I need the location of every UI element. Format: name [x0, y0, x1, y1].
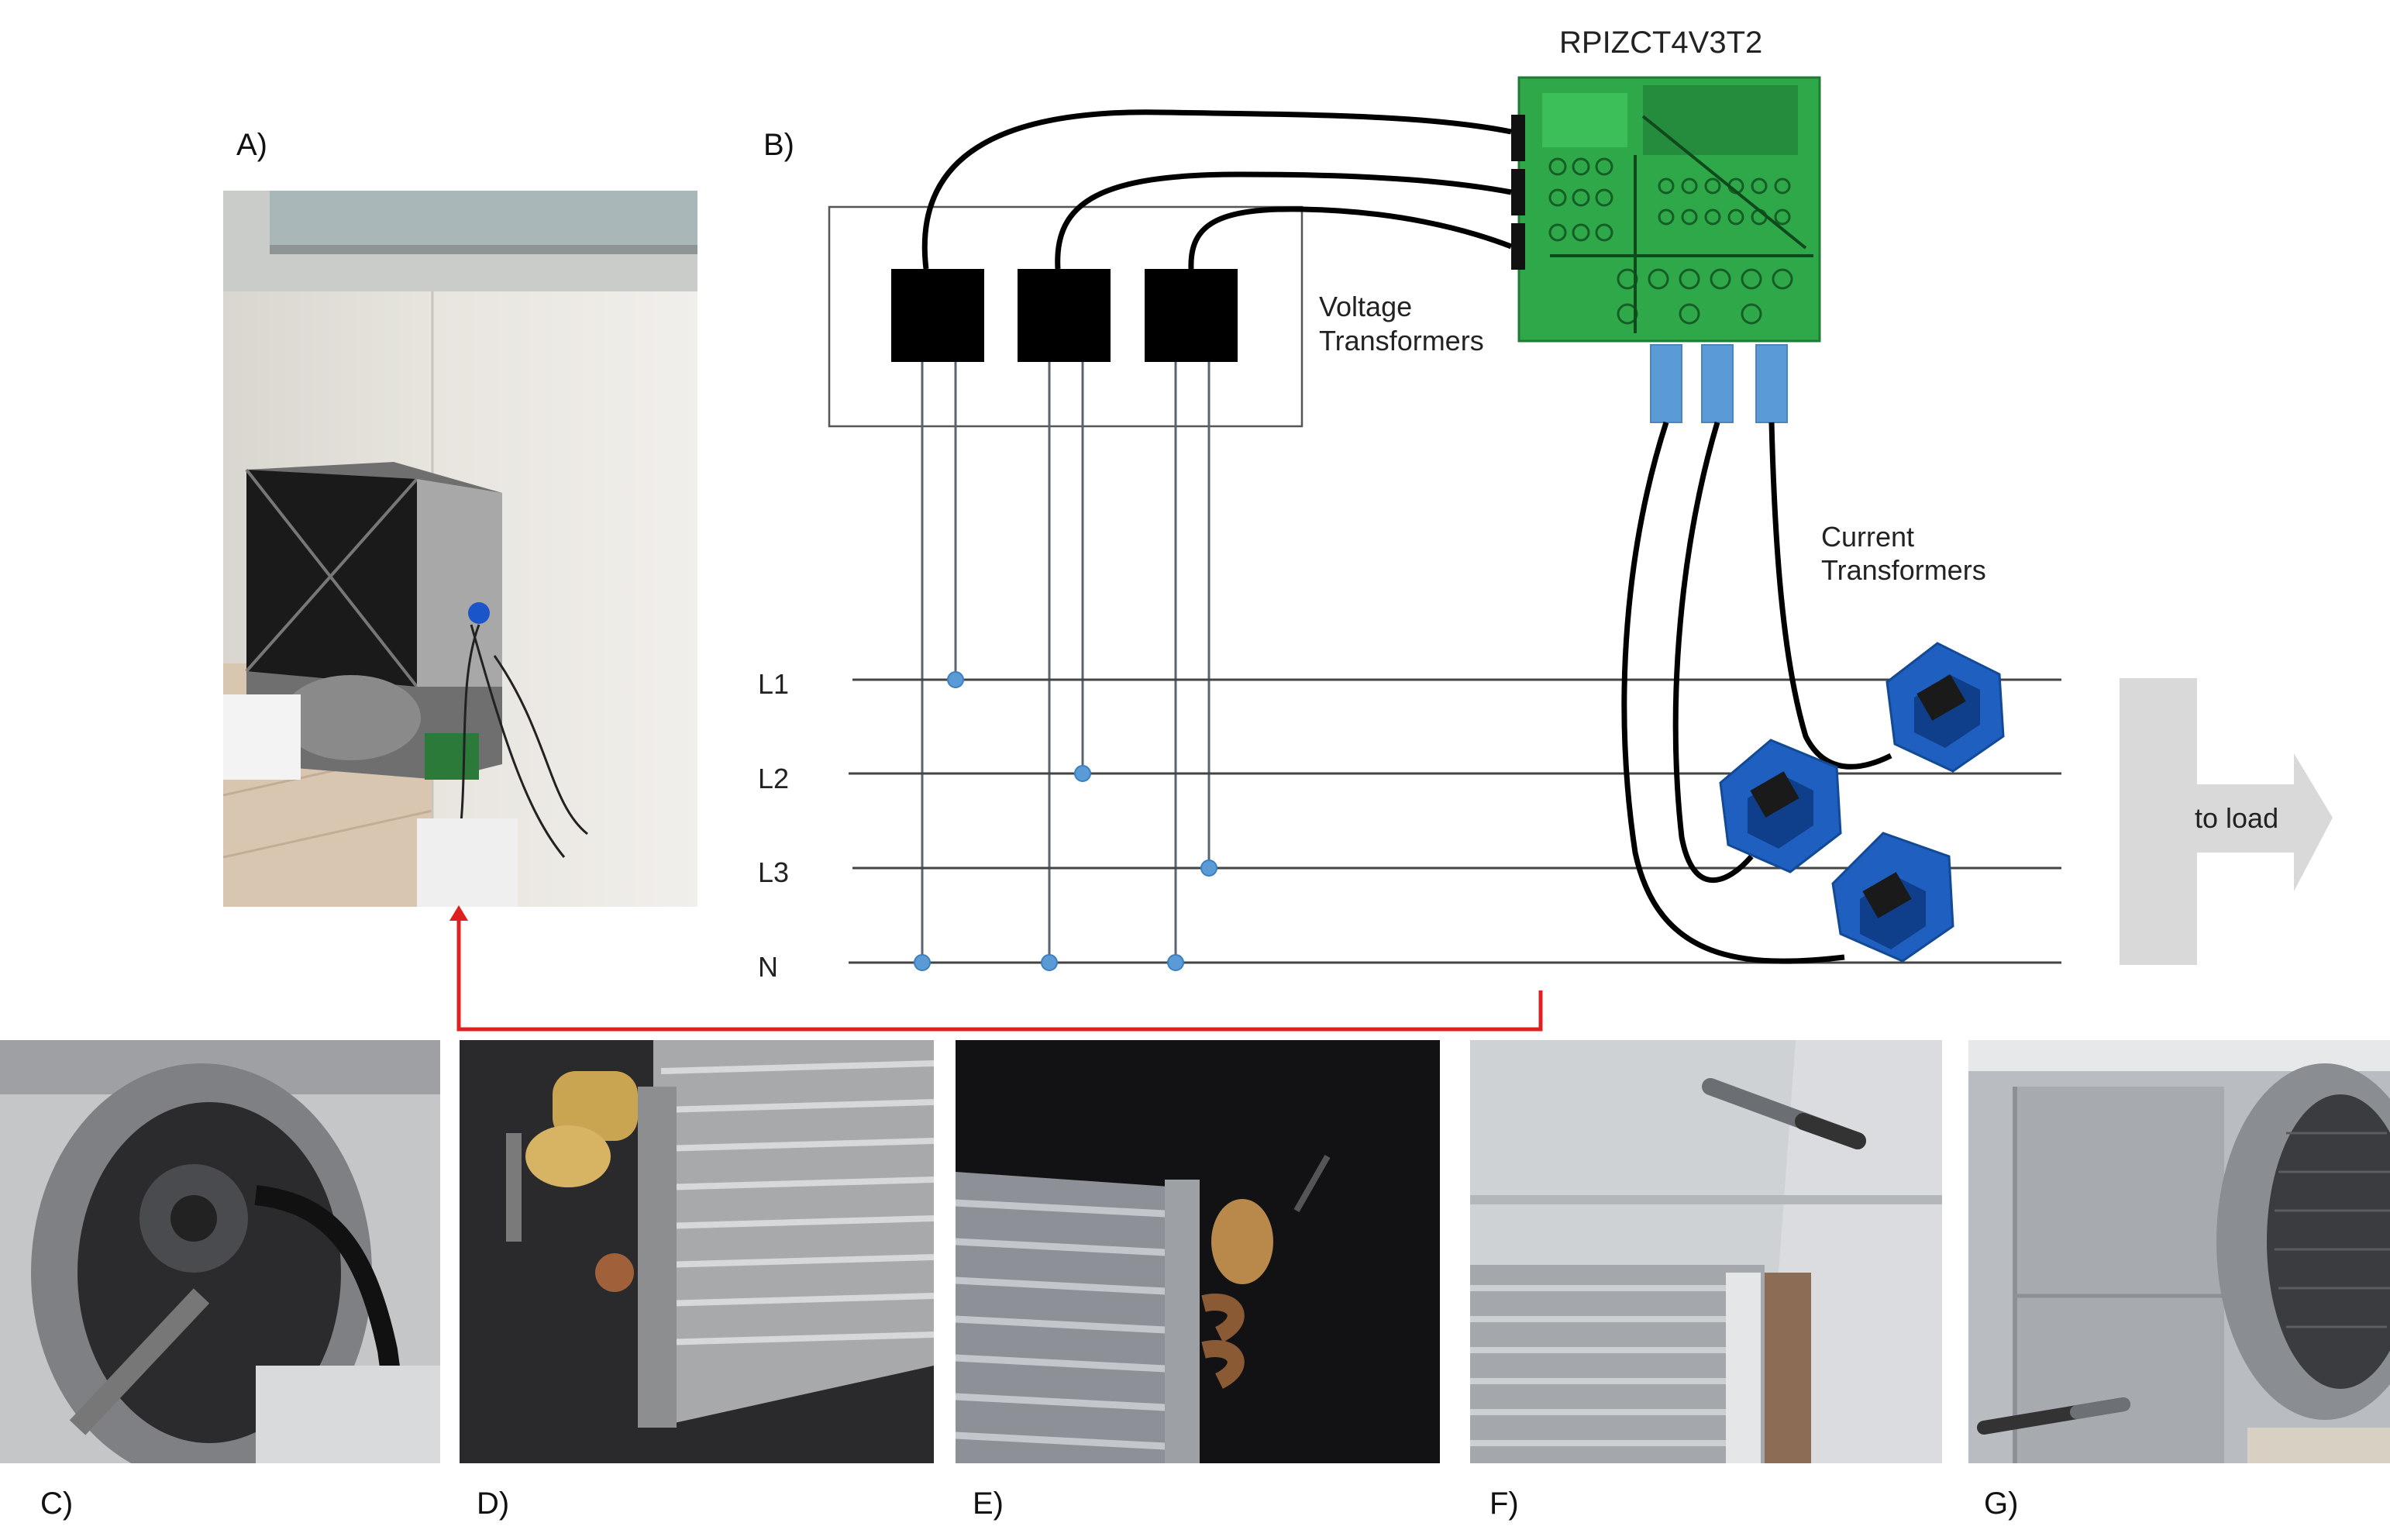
ct-connector-1: [1650, 344, 1682, 423]
line-label-l2: L2: [758, 763, 789, 794]
ct-connector-2: [1701, 344, 1734, 423]
current-transformer-cables: [1621, 421, 1892, 964]
pcb-board: [1511, 76, 1821, 343]
ct-connector-3: [1755, 344, 1788, 423]
panel-label-e: E): [973, 1487, 1004, 1521]
panel-label-a: A): [236, 128, 267, 162]
panel-label-b: B): [763, 128, 794, 162]
current-transformers-label-line2: Transformers: [1821, 554, 1986, 586]
voltage-transformer-1: [891, 269, 984, 362]
photo-coil-copper-pipe: [956, 1040, 1440, 1463]
voltage-transformer-enclosure: [828, 205, 1303, 428]
photo-fan-motor: [0, 1040, 440, 1463]
voltage-transformers-label-line2: Transformers: [1319, 325, 1484, 357]
photo-fan-inlet-probe: [1968, 1040, 2390, 1463]
line-label-l3: L3: [758, 856, 789, 888]
panel-label-g: G): [1984, 1487, 2019, 1521]
voltage-transformer-cables: [921, 109, 1513, 270]
voltage-transformer-3: [1145, 269, 1238, 362]
photo-fan-coil-unit: [223, 191, 697, 907]
current-transformer-clamp-l3: [1831, 832, 1954, 963]
panel-label-d: D): [477, 1487, 510, 1521]
link-arrow-to-photo-a: [449, 905, 1543, 1032]
junction-nodes: [914, 671, 1217, 971]
current-transformers-label-line1: Current: [1821, 521, 1914, 553]
panel-label-f: F): [1489, 1487, 1519, 1521]
photo-coil-temperature-probe: [1470, 1040, 1942, 1463]
panel-label-c: C): [40, 1487, 74, 1521]
line-label-n: N: [758, 951, 778, 983]
photo-coil-valve: [460, 1040, 934, 1463]
line-label-l1: L1: [758, 668, 789, 700]
voltage-transformers-label-line1: Voltage: [1319, 291, 1412, 322]
voltage-tap-wires: [921, 362, 1210, 963]
pcb-board-title: RPIZCT4V3T2: [1559, 26, 1762, 60]
to-load-arrow: [2120, 678, 2333, 965]
current-transformer-clamp-l2: [1719, 739, 1842, 873]
to-load-label: to load: [2195, 802, 2278, 834]
current-transformer-clamp-l1: [1885, 642, 2005, 773]
voltage-transformer-2: [1018, 269, 1111, 362]
